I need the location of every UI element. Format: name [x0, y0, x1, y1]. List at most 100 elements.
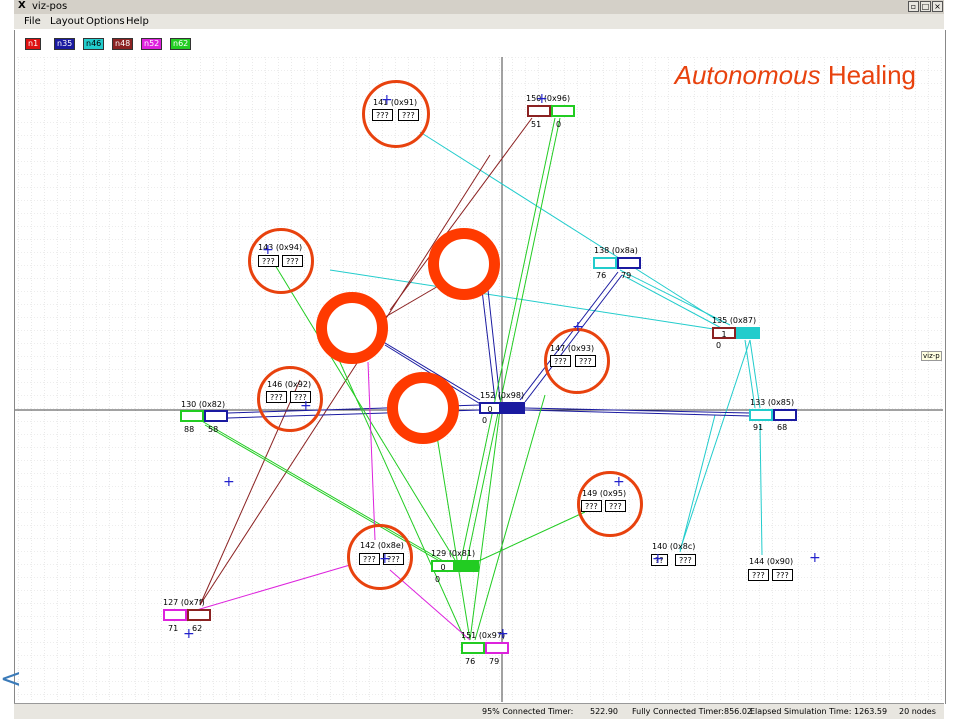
node-133-box-2[interactable] — [773, 409, 797, 421]
node-133-box-1[interactable] — [749, 409, 773, 421]
edge-magenta — [389, 569, 471, 641]
highlight-ring — [347, 524, 413, 590]
node-127-box-2[interactable] — [187, 609, 211, 621]
legend-n48: n48 — [112, 38, 134, 50]
plus-marker: + — [497, 626, 509, 642]
node-135-box-2[interactable] — [736, 327, 760, 339]
legend-n35: n35 — [54, 38, 76, 50]
node-144-value-2[interactable]: ??? — [772, 569, 793, 581]
plus-marker: + — [652, 551, 664, 567]
elapsed-value: 1263.59 — [854, 707, 888, 716]
node-150-value-2: 0 — [556, 120, 562, 129]
node-count: 20 nodes — [899, 707, 936, 716]
edge-magenta — [367, 361, 376, 541]
edge-cyan — [679, 414, 716, 553]
legend-n52: n52 — [141, 38, 163, 50]
edge-cyan — [759, 424, 763, 556]
node-151-box-1[interactable] — [461, 642, 485, 654]
node-150-box-2[interactable] — [551, 105, 575, 117]
failed-node-marker — [316, 292, 388, 364]
plus-marker: + — [223, 474, 235, 490]
edge-green — [469, 511, 586, 566]
slide-heading: Autonomous Healing — [675, 60, 916, 91]
edge-brown — [389, 117, 533, 311]
plus-marker: + — [262, 242, 274, 258]
canvas-frame — [14, 30, 946, 704]
node-151-box-2[interactable] — [485, 642, 509, 654]
node-138-value-2: 79 — [621, 271, 632, 280]
node-135-value-2: 0 — [716, 341, 722, 350]
node-138-box-1[interactable] — [593, 257, 617, 269]
edge-cyan — [679, 339, 751, 551]
edge-cyan — [329, 269, 721, 331]
node-133-value-2: 68 — [777, 423, 788, 432]
node-152-box-1[interactable]: 0 — [479, 402, 501, 414]
close-button[interactable]: × — [932, 1, 943, 12]
menu-help[interactable]: Help — [126, 16, 149, 27]
grid-background — [15, 57, 943, 702]
edge-brown — [384, 154, 491, 321]
node-150-box-1[interactable] — [527, 105, 551, 117]
node-150-value-1: 51 — [531, 120, 542, 129]
node-144-value-1[interactable]: ??? — [748, 569, 769, 581]
node-130-box-1[interactable] — [180, 410, 204, 422]
node-140-value-1[interactable]: ?? — [651, 554, 668, 566]
plus-marker: + — [300, 398, 312, 414]
edge-cyan — [621, 274, 726, 331]
window-title: viz-pos — [32, 1, 68, 12]
highlight-ring — [577, 471, 643, 537]
elapsed-label: Elapsed Simulation Time: — [750, 707, 852, 716]
failed-node-marker — [387, 372, 459, 444]
node-151-label: 151 (0x97) — [461, 631, 506, 640]
node-129-box-1[interactable]: 0 — [431, 560, 455, 572]
edge-blue — [524, 409, 751, 417]
edge-green — [465, 117, 561, 566]
highlight-ring — [257, 366, 323, 432]
plus-marker: + — [381, 92, 393, 108]
plus-marker: + — [379, 551, 391, 567]
node-140-value-2[interactable]: ??? — [675, 554, 696, 566]
node-129-value-2: 0 — [435, 575, 441, 584]
fully-connected-label: Fully Connected Timer: — [632, 707, 724, 716]
node-135-box-1[interactable]: 1 — [712, 327, 736, 339]
node-127-value-1: 71 — [168, 624, 179, 633]
edge-green — [329, 339, 466, 641]
menu-options[interactable]: Options — [86, 16, 125, 27]
node-140-label: 140 (0x8c) — [652, 542, 696, 551]
node-133-value-1: 91 — [753, 423, 764, 432]
edge-brown — [199, 319, 386, 606]
side-window-tab[interactable]: viz-p — [921, 351, 942, 361]
legend-n1: n1 — [25, 38, 42, 50]
node-151-value-2: 79 — [489, 657, 500, 666]
edge-green — [204, 424, 456, 571]
connected95-value: 522.90 — [590, 707, 618, 716]
node-127-box-1[interactable] — [163, 609, 187, 621]
edge-cyan — [619, 269, 731, 326]
failed-node-marker — [428, 228, 500, 300]
edge-blue — [481, 289, 496, 401]
node-150-label: 150 (0x96) — [526, 94, 571, 103]
plus-marker: + — [536, 91, 548, 107]
menu-layout[interactable]: Layout — [50, 16, 84, 27]
edge-blue — [379, 339, 481, 401]
node-138-box-2[interactable] — [617, 257, 641, 269]
node-129-box-2[interactable] — [455, 560, 479, 572]
node-152-box-2[interactable] — [501, 402, 525, 414]
node-152-value-2: 0 — [482, 416, 488, 425]
node-130-label: 130 (0x82) — [181, 400, 226, 409]
edge-cyan — [749, 339, 761, 409]
menu-file[interactable]: File — [24, 16, 41, 27]
minimize-button[interactable]: ▫ — [908, 1, 919, 12]
maximize-button[interactable]: □ — [920, 1, 931, 12]
plus-marker: + — [613, 474, 625, 490]
node-129-label: 129 (0x81) — [431, 549, 476, 558]
edge-green — [459, 117, 556, 566]
highlight-ring — [362, 80, 430, 148]
edge-brown — [379, 284, 441, 321]
highlight-ring — [248, 228, 314, 294]
node-130-box-2[interactable] — [204, 410, 228, 422]
status-bar: 95% Connected Timer: 522.90 Fully Connec… — [14, 703, 944, 719]
chevron-left-icon[interactable]: < — [0, 664, 22, 694]
highlight-ring — [544, 328, 610, 394]
